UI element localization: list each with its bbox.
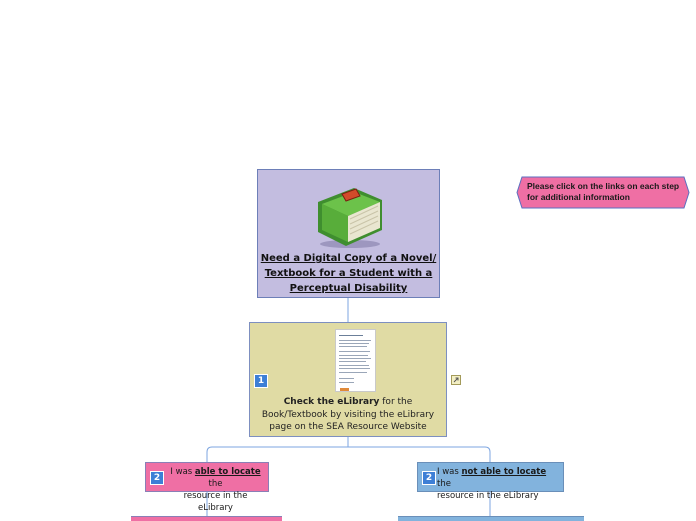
connector-branches [206, 446, 491, 462]
step-number-badge: 2 [422, 471, 436, 485]
step2-left-suffix: the [208, 479, 223, 489]
step2-left-line-2: resource in the eLibrary [183, 491, 248, 513]
step2-right-line-2: resource in the eLibrary [437, 491, 539, 501]
step2-right-suffix: the [437, 479, 451, 489]
elibrary-page-thumbnail [335, 329, 376, 392]
step2-left-prefix: I was [170, 467, 195, 477]
root-topic[interactable]: Need a Digital Copy of a Novel/ Textbook… [257, 169, 440, 298]
step1-bold[interactable]: Check the eLibrary [283, 397, 380, 407]
step-number-badge: 1 [254, 374, 268, 388]
callout-shape [516, 176, 690, 209]
book-icon [318, 188, 382, 248]
root-title-line-2[interactable]: Textbook for a Student with a [264, 268, 433, 279]
step2-not-able-topic[interactable]: 2 I was not able to locate the resource … [417, 462, 564, 501]
next-topic-right[interactable] [398, 516, 584, 521]
link-icon[interactable] [451, 375, 461, 385]
step1-line-2: Book/Textbook by visiting the eLibrary [261, 409, 435, 420]
root-title-line-1[interactable]: Need a Digital Copy of a Novel/ [260, 253, 437, 264]
step1-text-after: for the [379, 397, 413, 407]
step2-right-prefix: I was [437, 467, 462, 477]
step2-left-bold: able to locate [194, 467, 261, 477]
step2-right-bold: not able to locate [461, 467, 547, 477]
step1-line-3: page on the SEA Resource Website [269, 422, 427, 432]
step2-able-topic[interactable]: 2 I was able to locate the resource in t… [145, 462, 269, 513]
root-title-line-3[interactable]: Perceptual Disability [289, 283, 408, 294]
step-number-badge: 2 [150, 471, 164, 485]
info-callout-text: Please click on the links on each step f… [527, 181, 680, 202]
next-topic-left[interactable] [131, 516, 282, 521]
info-callout[interactable]: Please click on the links on each step f… [516, 176, 690, 209]
step1-topic[interactable]: 1 Check the eLibrary for the Book/Textbo… [249, 322, 461, 437]
